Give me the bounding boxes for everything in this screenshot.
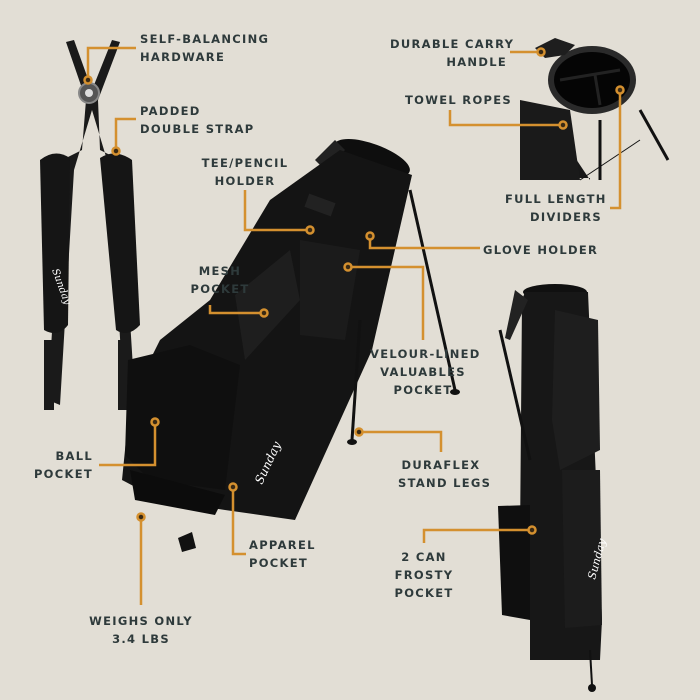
callout-padded-double-strap: PADDED DOUBLE STRAP xyxy=(140,102,255,138)
callout-velour-lined-valuables-pocket: VELOUR-LINED VALUABLES POCKET xyxy=(370,345,481,399)
callout-full-length-dividers: FULL LENGTH DIVIDERS xyxy=(505,190,607,226)
callout-line: DURAFLEX xyxy=(401,458,481,472)
callout-line: STAND LEGS xyxy=(398,476,492,490)
callout-line: TEE/PENCIL xyxy=(201,156,289,170)
callout-line: WEIGHS ONLY xyxy=(89,614,193,628)
double-strap-illustration: Sunday xyxy=(40,40,140,410)
callout-dots xyxy=(83,47,625,535)
callout-self-balancing-hardware: SELF-BALANCING HARDWARE xyxy=(140,30,269,66)
callout-line: 3.4 LBS xyxy=(112,632,170,646)
callout-towel-ropes: TOWEL ROPES xyxy=(405,91,512,109)
callout-two-can-frosty-pocket: 2 CAN FROSTY POCKET xyxy=(392,548,456,602)
callout-mesh-pocket: MESH POCKET xyxy=(180,262,260,298)
callout-line: POCKET xyxy=(190,282,250,296)
callout-line: SELF-BALANCING xyxy=(140,32,270,46)
callout-line: POCKET xyxy=(393,383,453,397)
callout-line: POCKET xyxy=(33,467,93,481)
callout-line: DIVIDERS xyxy=(530,210,602,224)
side-view-bag-illustration: Sunday xyxy=(498,284,609,692)
callout-weighs-only: WEIGHS ONLY 3.4 LBS xyxy=(88,612,194,648)
callout-line: VELOUR-LINED xyxy=(370,347,481,361)
top-view-bag-illustration xyxy=(520,38,670,181)
callout-durable-carry-handle: DURABLE CARRY HANDLE xyxy=(390,35,515,71)
callout-line: PADDED xyxy=(140,104,201,118)
callout-line: GLOVE HOLDER xyxy=(483,243,599,257)
callout-line: MESH xyxy=(198,264,242,278)
callout-line: HARDWARE xyxy=(140,50,226,64)
callout-line: APPAREL xyxy=(249,538,316,552)
callout-apparel-pocket: APPAREL POCKET xyxy=(249,536,316,572)
callout-glove-holder: GLOVE HOLDER xyxy=(483,241,598,259)
callout-line: DURABLE CARRY xyxy=(390,37,515,51)
callout-line: HOLDER xyxy=(214,174,276,188)
callout-line: TOWEL ROPES xyxy=(405,93,512,107)
callout-line: HANDLE xyxy=(446,55,507,69)
callout-line: POCKET xyxy=(394,586,454,600)
callout-tee-pencil-holder: TEE/PENCIL HOLDER xyxy=(200,154,290,190)
callout-line: VALUABLES xyxy=(380,365,466,379)
callout-duraflex-stand-legs: DURAFLEX STAND LEGS xyxy=(398,456,492,492)
callout-line: POCKET xyxy=(249,556,309,570)
callout-line: BALL xyxy=(55,449,93,463)
callout-line: DOUBLE STRAP xyxy=(140,122,255,136)
callout-ball-pocket: BALL POCKET xyxy=(20,447,93,483)
callout-line: FROSTY xyxy=(394,568,454,582)
callout-line: FULL LENGTH xyxy=(505,192,607,206)
callout-line: 2 CAN xyxy=(401,550,447,564)
